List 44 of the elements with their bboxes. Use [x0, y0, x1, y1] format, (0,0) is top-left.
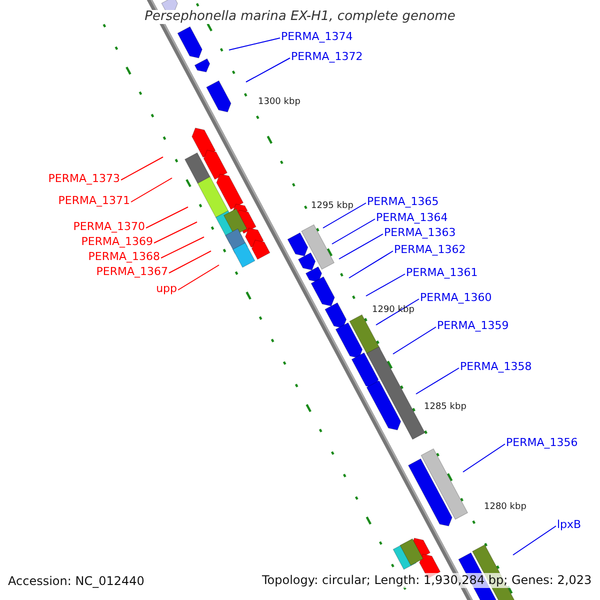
- scale-label: 1280 kbp: [484, 503, 526, 513]
- accession-text: Accession: NC_012440: [8, 575, 144, 588]
- leader-line: [462, 444, 506, 472]
- leader-line: [392, 326, 436, 354]
- gene-label: PERMA_1358: [460, 361, 532, 374]
- leader-line: [146, 206, 188, 228]
- scale-label: 1295 kbp: [311, 202, 354, 212]
- scale-label: 1290 kbp: [372, 306, 414, 316]
- gene-label: PERMA_1370: [73, 221, 145, 234]
- gene-label: PERMA_1360: [420, 292, 492, 304]
- scale-label: 1300 kbp: [258, 98, 300, 108]
- leader-line: [416, 368, 460, 394]
- leader-line: [178, 264, 220, 290]
- gene-label: PERMA_1372: [291, 51, 363, 64]
- gene-label: PERMA_1374: [281, 31, 353, 44]
- gene-label: PERMA_1367: [96, 266, 168, 278]
- gene-label: PERMA_1363: [384, 227, 456, 240]
- leader-line: [120, 156, 164, 180]
- leader-line: [332, 218, 376, 244]
- gene-label: PERMA_1365: [367, 196, 439, 208]
- gene-label: PERMA_1369: [81, 236, 153, 248]
- leader-line: [322, 202, 366, 228]
- leader-line: [130, 178, 172, 202]
- gene-label: PERMA_1373: [48, 173, 120, 186]
- leader-line: [154, 222, 198, 244]
- gene-label: PERMA_1359: [437, 320, 509, 332]
- gene-label: PERMA_1356: [506, 437, 578, 450]
- gene-label: upp: [156, 283, 177, 296]
- gene-label: lpxB: [557, 519, 582, 532]
- leader-line: [512, 526, 556, 556]
- gene-label: PERMA_1371: [58, 195, 130, 208]
- leader-line: [228, 38, 280, 50]
- gene-label: PERMA_1368: [88, 251, 160, 264]
- gene-label: PERMA_1361: [406, 267, 478, 280]
- leader-line: [348, 250, 394, 278]
- leader-line: [160, 236, 204, 258]
- leader-line: [366, 274, 406, 296]
- leader-line: [168, 250, 212, 274]
- gene-label: PERMA_1364: [376, 212, 448, 224]
- leader-line: [246, 58, 290, 82]
- leader-line: [338, 234, 384, 260]
- gene-label: PERMA_1362: [394, 244, 466, 256]
- leader-line: [376, 298, 420, 326]
- scale-label: 1285 kbp: [424, 403, 466, 413]
